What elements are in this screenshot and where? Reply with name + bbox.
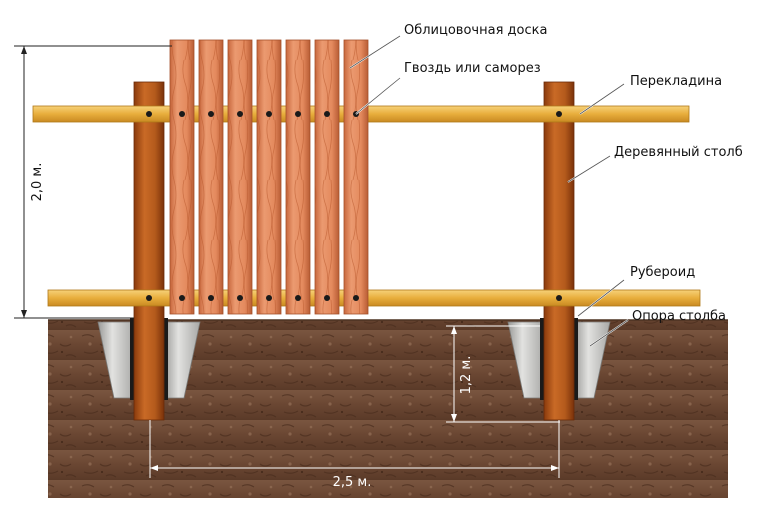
nail-post-right-top bbox=[556, 111, 562, 117]
wooden-post-right bbox=[543, 81, 575, 421]
facing-boards bbox=[169, 39, 369, 315]
span-dimension bbox=[149, 420, 560, 478]
roofing-felt-right bbox=[540, 318, 544, 400]
height-dimension-label: 2,0 м. bbox=[30, 163, 45, 202]
board-nail bbox=[208, 295, 214, 301]
board-nail bbox=[179, 295, 185, 301]
board-nail bbox=[237, 295, 243, 301]
board-grain bbox=[199, 40, 223, 314]
label-post-support: Опора столба bbox=[632, 309, 726, 324]
roofing-felt-left bbox=[130, 318, 134, 400]
board-nail bbox=[324, 295, 330, 301]
span-dimension-label: 2,5 м. bbox=[333, 475, 372, 490]
roofing-felt-right-b bbox=[574, 318, 578, 400]
depth-dimension-label: 1,2 м. bbox=[459, 356, 474, 395]
board-grain bbox=[344, 40, 368, 314]
label-roofing-felt: Рубероид bbox=[630, 265, 695, 280]
board-grain bbox=[170, 40, 194, 314]
nail-post-left-bottom bbox=[146, 295, 152, 301]
board-nail bbox=[353, 295, 359, 301]
leader-lines-outline bbox=[349, 35, 629, 347]
board-grain bbox=[286, 40, 310, 314]
wooden-post-left bbox=[133, 81, 165, 421]
board-nail bbox=[179, 111, 185, 117]
label-wooden-post: Деревянный столб bbox=[614, 145, 743, 160]
board-nail bbox=[266, 295, 272, 301]
board-nail bbox=[295, 111, 301, 117]
board-nail bbox=[237, 111, 243, 117]
board-grain bbox=[257, 40, 281, 314]
nail-post-right-bottom bbox=[556, 295, 562, 301]
nail-post-left-top bbox=[146, 111, 152, 117]
board-nail bbox=[266, 111, 272, 117]
label-crossbar: Перекладина bbox=[630, 74, 722, 89]
board-grain bbox=[315, 40, 339, 314]
label-facing-board: Облицовочная доска bbox=[404, 23, 547, 38]
board-nail bbox=[324, 111, 330, 117]
depth-dimension bbox=[446, 325, 560, 423]
board-nail bbox=[295, 295, 301, 301]
roofing-felt-left-b bbox=[164, 318, 168, 400]
height-dimension bbox=[14, 45, 172, 319]
board-nail bbox=[208, 111, 214, 117]
label-nail-or-screw: Гвоздь или саморез bbox=[404, 61, 541, 76]
board-grain bbox=[228, 40, 252, 314]
